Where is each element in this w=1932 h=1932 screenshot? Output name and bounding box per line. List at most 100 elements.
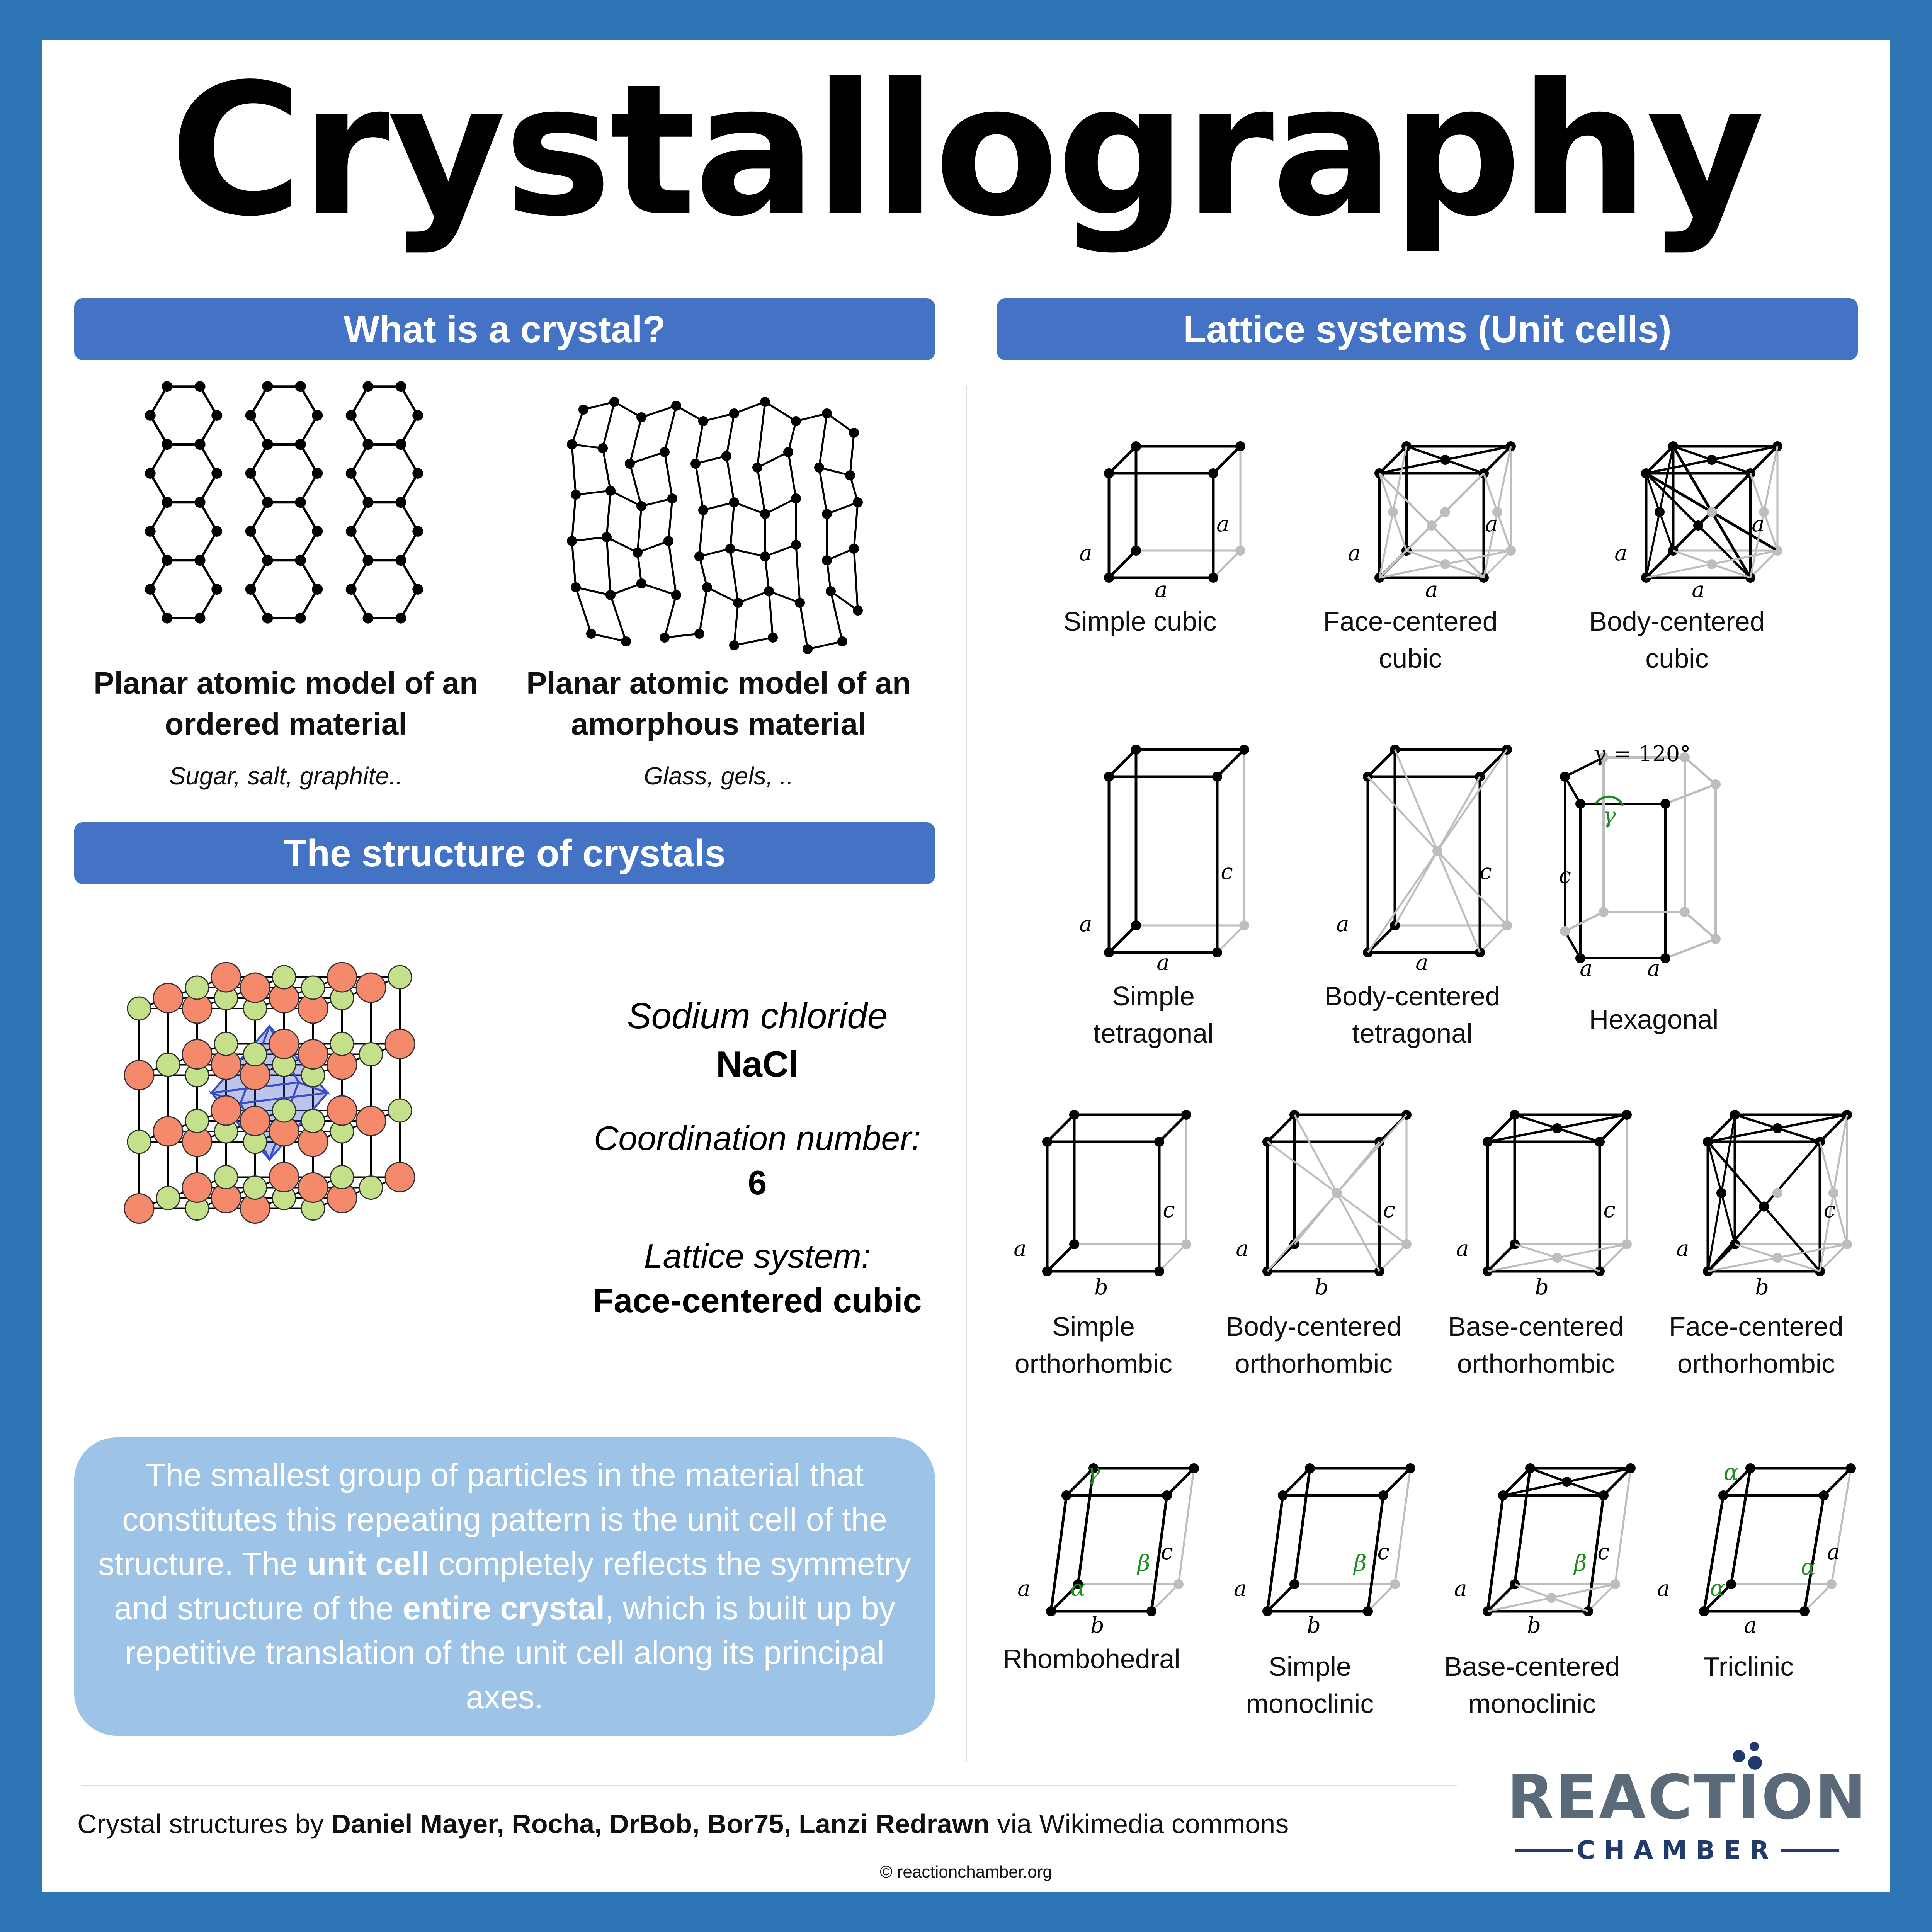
cell-edge: [1378, 445, 1408, 474]
atom-dot: [853, 605, 863, 616]
cell-atom: [1759, 1201, 1769, 1212]
cell-edge: [1212, 445, 1242, 474]
cell-atom: [1575, 799, 1585, 809]
atom-dot: [725, 544, 735, 554]
atom-dot: [194, 497, 206, 508]
sodium-atom: [355, 1105, 386, 1136]
cell-atom: [1552, 1123, 1562, 1133]
cell-atom: [1405, 1463, 1415, 1473]
atom-dot: [211, 526, 223, 537]
atom-dot: [262, 439, 273, 450]
atom-dot: [395, 381, 406, 392]
cell-atom: [1699, 1606, 1709, 1616]
cell-atom: [1239, 745, 1249, 755]
bond-line: [641, 497, 673, 507]
atom-dot: [636, 501, 646, 511]
cell-label-line2: monoclinic: [1468, 1689, 1596, 1719]
atom-dot: [822, 408, 832, 418]
sodium-atom: [240, 1105, 270, 1136]
chloride-atom: [330, 1165, 354, 1189]
atom-dot: [395, 612, 406, 624]
atom-dot: [145, 468, 156, 479]
atom-dot: [690, 459, 701, 469]
logo-wordmark[interactable]: REACTION: [1507, 1762, 1867, 1833]
cell-atom: [1208, 573, 1218, 583]
bond-line: [149, 531, 168, 561]
bond-line: [807, 640, 843, 650]
chloride-atom: [388, 1098, 412, 1123]
bond-line: [725, 456, 735, 503]
atom-dot: [262, 555, 273, 566]
cell-atom: [1680, 752, 1690, 762]
bond-line: [663, 405, 677, 452]
bond-line: [299, 386, 318, 416]
cell-edge: [1707, 1114, 1736, 1143]
bond-line: [250, 386, 269, 416]
info-bold-unit-cell: unit cell: [307, 1546, 430, 1582]
cell-atom: [1660, 799, 1670, 809]
coordination-label: Coordination number:: [594, 1119, 921, 1157]
cell-atom: [1562, 1477, 1572, 1487]
atom-dot: [162, 381, 173, 392]
axis-label: γ: [1087, 1459, 1100, 1485]
atom-dot: [345, 526, 357, 537]
banner-lattice-systems: Lattice systems (Unit cells): [997, 298, 1858, 360]
bond-line: [826, 560, 832, 592]
cell-edge: [1587, 1583, 1616, 1612]
bond-line: [849, 432, 855, 476]
atom-dot: [845, 470, 855, 480]
bond-line: [571, 443, 603, 449]
cell-atom: [1061, 1490, 1071, 1500]
cell-atom: [1388, 507, 1398, 517]
bond-line: [698, 556, 708, 588]
atom-dot: [362, 497, 374, 508]
sodium-atom: [298, 1039, 328, 1070]
axis-label: c: [1221, 859, 1233, 884]
cell-label-line1: Base-centered: [1448, 1311, 1624, 1342]
atom-dot: [783, 447, 793, 457]
cell-edge: [1823, 1467, 1852, 1497]
bond-line: [299, 444, 318, 474]
cell-atom: [1707, 507, 1717, 517]
bond-line: [764, 401, 797, 422]
cell-atom: [1492, 507, 1502, 517]
axis-label: c: [1603, 1197, 1615, 1223]
cell-edge: [1077, 1468, 1095, 1585]
atom-dot: [295, 612, 306, 624]
bond-line: [400, 473, 419, 503]
axis-label: b: [1527, 1613, 1541, 1638]
bond-line: [730, 548, 765, 558]
cell-edge: [1819, 1114, 1848, 1143]
bond-line: [250, 415, 269, 445]
banner-text: The structure of crystals: [284, 832, 726, 874]
cell-label-line1: Simple: [1269, 1651, 1351, 1682]
bond-line: [400, 386, 419, 416]
cell-edge: [1216, 748, 1245, 778]
cell-edge: [1367, 924, 1396, 954]
bond-line: [729, 502, 735, 549]
lattice-line: [139, 1176, 226, 1209]
bond-line: [827, 501, 858, 515]
cell-atom: [1711, 779, 1721, 789]
bond-line: [706, 586, 739, 604]
bond-line: [571, 444, 577, 495]
bond-line: [400, 444, 419, 474]
cell-label-line1: Simple: [1052, 1311, 1135, 1342]
info-bold-entire-crystal: entire crystal: [403, 1590, 605, 1626]
cell-label-line1: Body-centered: [1226, 1311, 1402, 1342]
bond-line: [350, 531, 369, 561]
bond-line: [641, 582, 677, 596]
bond-line: [149, 386, 168, 416]
sodium-atom: [124, 1193, 155, 1224]
cell-label-line1: Base-centered: [1444, 1651, 1620, 1682]
atom-dot: [312, 526, 323, 537]
axis-label: b: [1535, 1275, 1549, 1300]
sodium-atom: [153, 983, 184, 1014]
bond-line: [675, 405, 704, 422]
atom-dot: [362, 381, 374, 392]
cell-edge: [1046, 1114, 1075, 1143]
cell-atom: [1575, 953, 1585, 963]
